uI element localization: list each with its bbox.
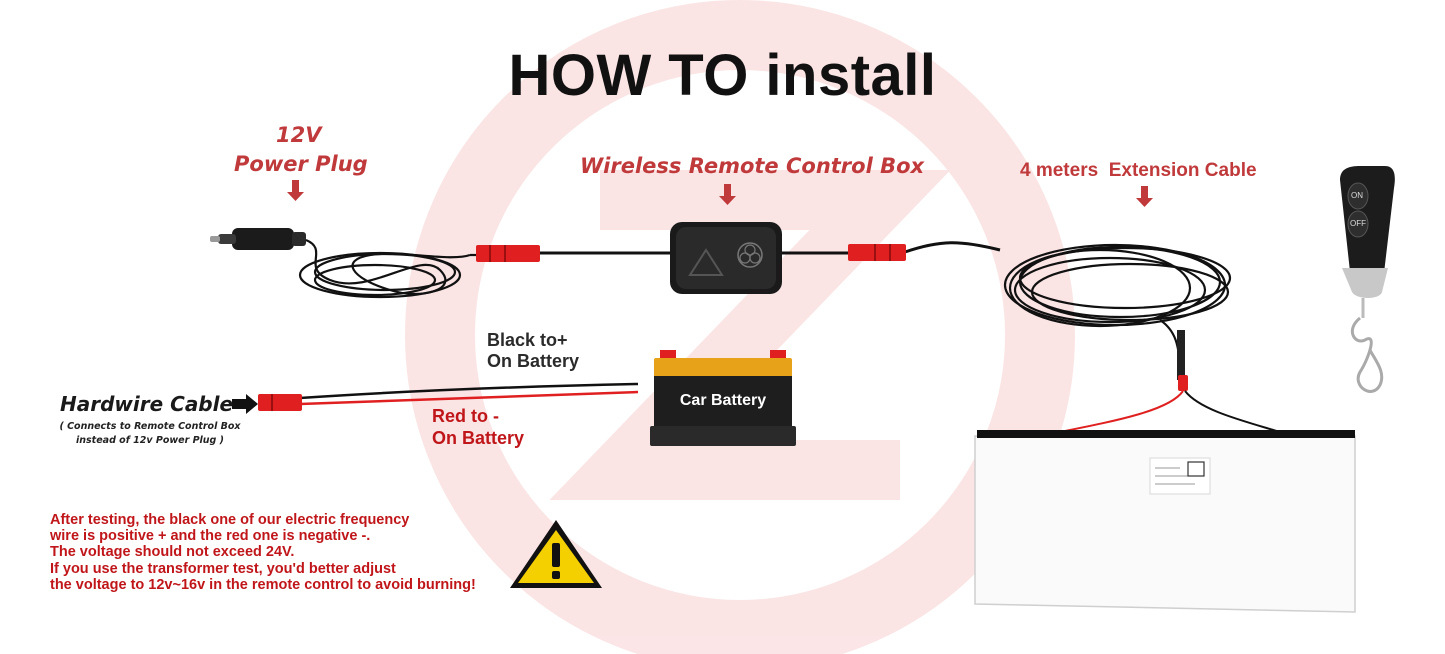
hardwire-connector	[258, 394, 302, 411]
pad-connector	[1059, 330, 1281, 433]
battery-wires	[299, 382, 639, 406]
extension-cable-label: 4 meters Extension Cable	[1020, 160, 1257, 181]
hardwire-arrow-icon	[232, 394, 258, 414]
note-line: The voltage should not exceed 24V.	[50, 544, 295, 561]
power-plug-illustration	[210, 228, 306, 250]
hardwire-sub-line1: ( Connects to Remote Control Box	[59, 421, 241, 432]
remote-on-label: ON	[1351, 191, 1363, 200]
warning-note: After testing, the black one of our elec…	[50, 512, 520, 593]
note-line: If you use the transformer test, you'd b…	[50, 560, 396, 577]
watermark-logo	[405, 0, 1075, 654]
red-connector-left	[476, 245, 540, 262]
red-connector-right	[848, 244, 906, 261]
car-battery-label: Car Battery	[679, 392, 767, 409]
extension-cable-coil	[1003, 243, 1232, 376]
car-battery-illustration	[650, 350, 796, 446]
remote-box-label: Wireless Remote Control Box	[580, 154, 925, 178]
hardwire-cable-label: Hardwire Cable	[60, 392, 234, 416]
hardwire-sub-line2: instead of 12v Power Plug )	[76, 435, 224, 446]
note-line: After testing, the black one of our elec…	[50, 512, 410, 528]
remote-control-box-illustration	[670, 222, 782, 294]
power-plug-label-line2: Power Plug	[234, 152, 368, 176]
key-fob-remote-illustration	[1340, 166, 1395, 393]
note-line: the voltage to 12v~16v in the remote con…	[50, 576, 476, 593]
red-wire-label-line1: Red to -	[432, 406, 499, 426]
red-wire-label-line2: On Battery	[432, 428, 525, 448]
remote-off-label: OFF	[1350, 219, 1366, 228]
power-plug-label-line1: 12V	[276, 123, 322, 147]
heating-film-illustration	[974, 430, 1356, 613]
page-title: HOW TO install	[508, 43, 937, 108]
plug-coiled-wire	[298, 238, 478, 299]
note-line: wire is positive + and the red one is ne…	[50, 528, 371, 545]
down-arrows	[287, 180, 1153, 207]
main-wire	[540, 241, 1001, 255]
black-wire-label-line1: Black to+	[487, 330, 568, 350]
black-wire-label-line2: On Battery	[487, 351, 580, 371]
warning-icon	[510, 520, 602, 588]
